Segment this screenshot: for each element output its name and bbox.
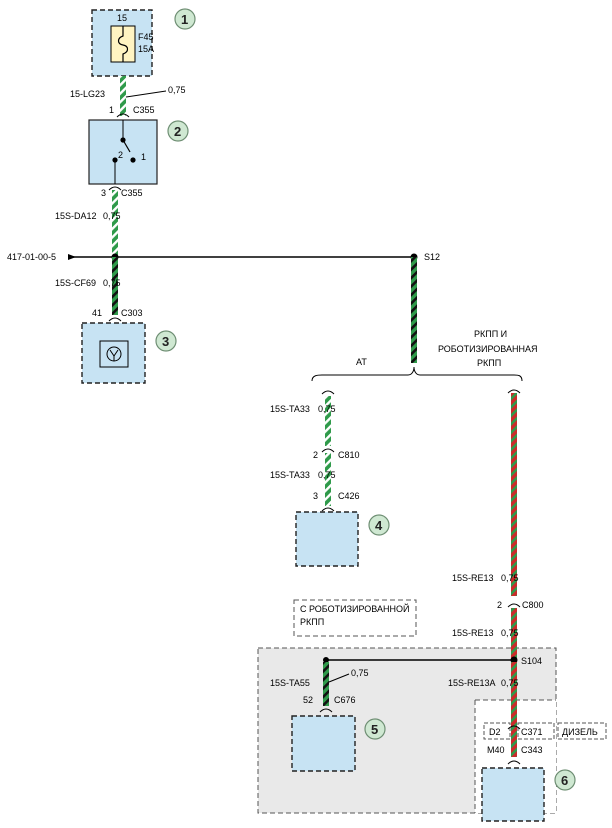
callout-4-label: 4: [375, 518, 383, 533]
note-diesel: ДИЗЕЛЬ: [562, 727, 598, 737]
switch-pin-left: 2: [118, 150, 123, 160]
callout-6: [554, 769, 576, 791]
connector-c800-pin: 2: [497, 600, 502, 610]
connector-c676-name: C676: [334, 695, 356, 705]
connector-c800: [507, 603, 521, 608]
connector-c426-name: C426: [338, 491, 360, 501]
wire-15s-ta55-gauge: 0,75: [351, 668, 369, 678]
component-6-box: [481, 767, 545, 822]
connector-c371-pin: D2: [489, 727, 501, 737]
wire-15s-re13a-name: 15S-RE13A: [448, 678, 496, 688]
wire-15s-ta33-a-name: 15S-TA33: [270, 404, 310, 414]
callout-1: [174, 8, 196, 30]
connector-c355-top-name: C355: [133, 105, 155, 115]
wire-15s-da12: [112, 190, 118, 257]
wire-15s-da12-name: 15S-DA12: [55, 211, 97, 221]
wire-15s-ta55-name: 15S-TA55: [270, 678, 310, 688]
wire-15s-re13-b-name: 15S-RE13: [452, 628, 494, 638]
connector-c343: [507, 760, 521, 765]
connector-c371-name: C371: [521, 727, 543, 737]
connector-c676: [319, 708, 333, 713]
wire-15s-re13-b-gauge: 0,75: [501, 628, 519, 638]
note-robot-line1: С РОБОТИЗИРОВАННОЙ: [300, 603, 409, 614]
callout-6-label: 6: [561, 773, 568, 788]
callout-5: [364, 718, 386, 740]
connector-c800-name: C800: [522, 600, 544, 610]
switch-pin-right: 1: [141, 152, 146, 162]
branch-bracket: [311, 366, 523, 382]
connector-c426-pin: 3: [313, 491, 318, 501]
wire-15s-da12-gauge: 0,75: [103, 211, 121, 221]
connector-c810-pin: 2: [313, 450, 318, 460]
branch-manual-label-2: РОБОТИЗИРОВАННАЯ: [438, 344, 538, 354]
note-robot-frame: [293, 599, 417, 637]
wire-15s-ta55: [323, 662, 329, 706]
component-5-box: [291, 715, 356, 772]
wire-15s-ta33-b: [325, 453, 331, 506]
wire-15-lg23-name: 15-LG23: [70, 89, 105, 99]
wire-15s-ta33-a-gauge: 0,75: [318, 404, 336, 414]
leader: [125, 90, 167, 98]
branch-manual-label-3: РКПП: [477, 358, 501, 368]
connector-c371: [507, 725, 521, 730]
note-diesel-pin-frame: [483, 722, 511, 740]
wire-15s-re13a: [511, 662, 517, 757]
wire-15-lg23-gauge: 0,75: [168, 85, 186, 95]
wire-15s-ta33-b-name: 15S-TA33: [270, 470, 310, 480]
connector-c426: [321, 507, 335, 512]
wire-15s-ta33-b-gauge: 0,75: [318, 470, 336, 480]
connector-c355-bot-pin: 3: [101, 188, 106, 198]
splice-s104-label: S104: [521, 656, 542, 666]
wire-15-lg23: [120, 76, 126, 116]
connector-c303-name: C303: [121, 308, 143, 318]
wire-15s-cf69-name: 15S-CF69: [55, 278, 96, 288]
splice-s12-label: S12: [424, 252, 440, 262]
callout-5-label: 5: [371, 722, 378, 737]
component-4-box: [295, 511, 359, 567]
wire-15s-ta33-a: [325, 396, 331, 446]
connector-c355-top-pin: 1: [109, 105, 114, 115]
callout-4: [368, 514, 390, 536]
wire-15s-re13-gauge: 0,75: [501, 573, 519, 583]
connector-c303-pin: 41: [92, 308, 102, 318]
wire-15s-re13: [511, 393, 517, 596]
callout-3-label: 3: [162, 334, 169, 349]
connector-c810-name: C810: [338, 450, 360, 460]
wire-s12-branch: [411, 257, 417, 363]
connector-c343-pin: M40: [487, 745, 505, 755]
connector-c355-bot: [108, 186, 122, 191]
callout-2: [167, 120, 189, 142]
callout-1-label: 1: [181, 12, 188, 27]
wire-15s-re13-name: 15S-RE13: [452, 573, 494, 583]
connector-c343-name: C343: [521, 745, 543, 755]
wire-15s-re13-b: [511, 608, 517, 661]
fuse-id: F45: [138, 32, 154, 42]
connector-c355-top: [116, 113, 130, 118]
wire-15s-cf69-gauge: 0,75: [103, 278, 121, 288]
connector-c810: [321, 448, 335, 453]
fuse-icon: [117, 26, 129, 62]
switch-contact-1: [130, 157, 136, 163]
note-diesel-frame: [557, 722, 607, 740]
callout-2-label: 2: [174, 124, 181, 139]
splice-s104: [510, 656, 518, 664]
connector-c303: [108, 317, 122, 322]
splice-s104-left: [323, 657, 329, 663]
note-diesel-name-frame: [517, 722, 555, 740]
branch-at-label: AT: [356, 357, 367, 367]
wire-15s-cf69: [112, 257, 118, 315]
reference-label: 417-01-00-5: [7, 252, 56, 262]
callout-3: [155, 330, 177, 352]
fuse-circuit-label: 15: [117, 13, 127, 23]
branch-manual-label-1: РКПП И: [474, 329, 507, 339]
note-robot-line2: РКПП: [300, 617, 324, 627]
connector-c676-pin: 52: [303, 695, 313, 705]
switch-arm: [122, 139, 131, 153]
fuse-rating: 15A: [138, 44, 154, 54]
wire-15s-re13a-gauge: 0,75: [501, 678, 519, 688]
connector-c355-bot-name: C355: [121, 188, 143, 198]
